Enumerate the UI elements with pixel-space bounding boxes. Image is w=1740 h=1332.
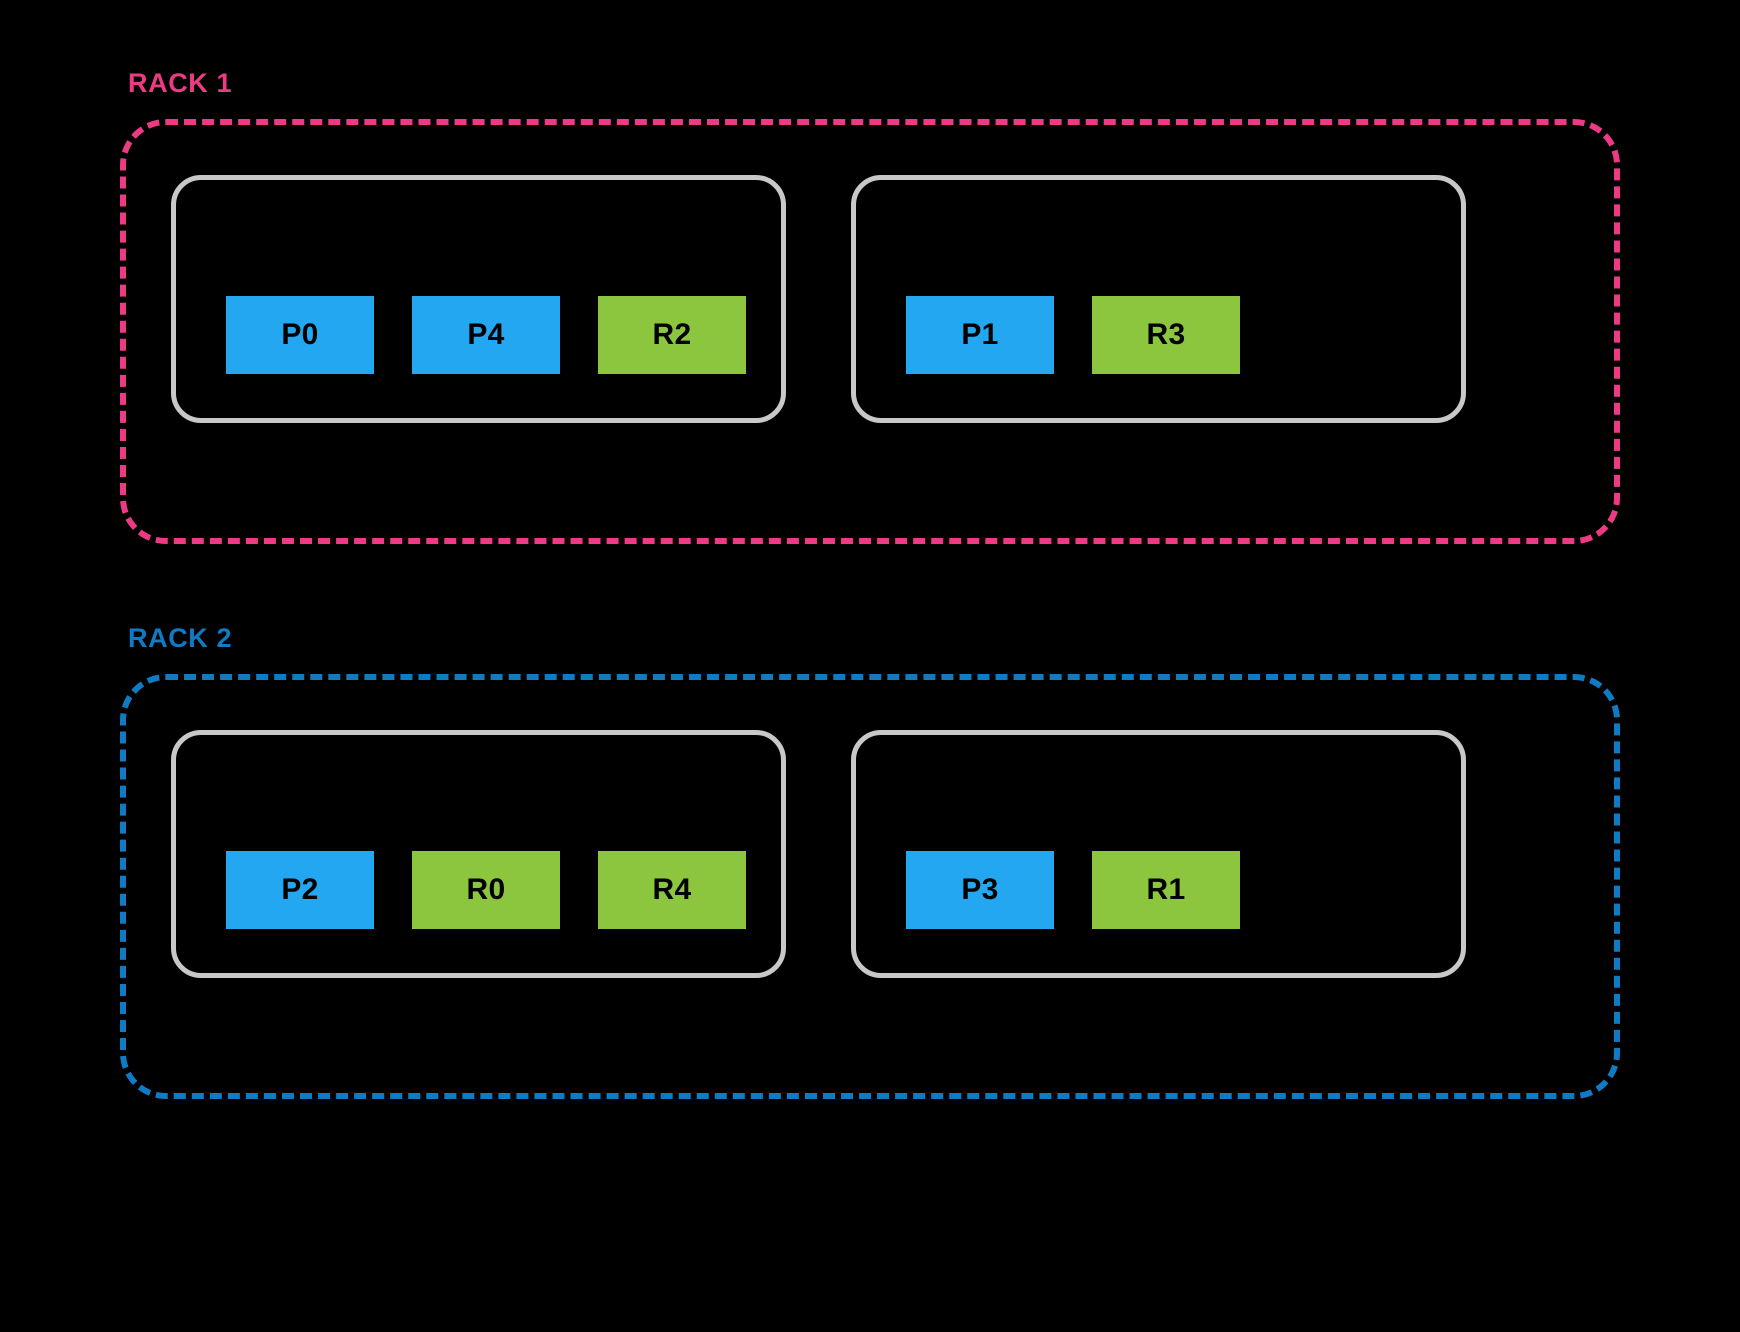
block-row: P0 P4 R2: [226, 296, 746, 374]
block-row: P2 R0 R4: [226, 851, 746, 929]
replica-block[interactable]: R1: [1092, 851, 1240, 929]
partition-block[interactable]: P1: [906, 296, 1054, 374]
node-box[interactable]: P2 R0 R4: [171, 730, 786, 978]
rack-group-2: RACK 2 P2 R0 R4 P3 R1: [120, 625, 1620, 1099]
node-box[interactable]: P3 R1: [851, 730, 1466, 978]
node-box[interactable]: P0 P4 R2: [171, 175, 786, 423]
partition-block[interactable]: P0: [226, 296, 374, 374]
node-row: P0 P4 R2 P1 R3: [126, 175, 1614, 425]
replica-block[interactable]: R4: [598, 851, 746, 929]
replica-block[interactable]: R2: [598, 296, 746, 374]
replica-block[interactable]: R3: [1092, 296, 1240, 374]
rack-label-1: RACK 1: [128, 68, 233, 98]
node-row: P2 R0 R4 P3 R1: [126, 730, 1614, 980]
rack-label-2: RACK 2: [128, 623, 233, 653]
rack-container-1: P0 P4 R2 P1 R3: [120, 119, 1620, 544]
block-row: P3 R1: [906, 851, 1240, 929]
partition-block[interactable]: P3: [906, 851, 1054, 929]
rack-group-1: RACK 1 P0 P4 R2 P1 R3: [120, 70, 1620, 544]
partition-block[interactable]: P2: [226, 851, 374, 929]
replica-block[interactable]: R0: [412, 851, 560, 929]
block-row: P1 R3: [906, 296, 1240, 374]
rack-container-2: P2 R0 R4 P3 R1: [120, 674, 1620, 1099]
partition-block[interactable]: P4: [412, 296, 560, 374]
node-box[interactable]: P1 R3: [851, 175, 1466, 423]
